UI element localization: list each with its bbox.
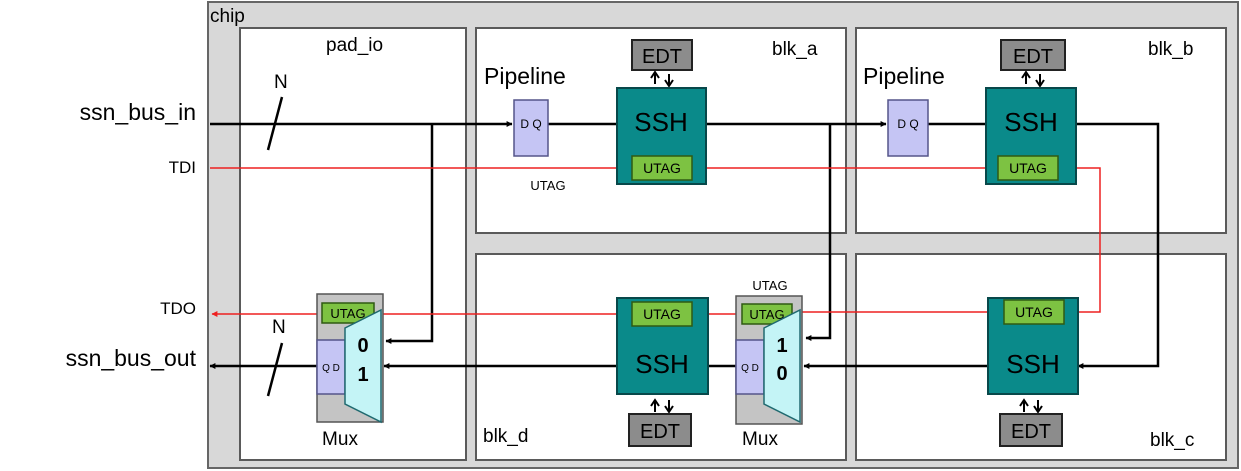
blk-a-ssh-label: SSH: [634, 107, 687, 137]
blk-d-label: blk_d: [483, 426, 528, 447]
blk-d-mux-label: Mux: [742, 429, 778, 450]
tdo-label: TDO: [160, 299, 196, 318]
pad-io-mux-label: Mux: [322, 429, 358, 450]
ssn-bus-in-label: ssn_bus_in: [80, 99, 196, 125]
blk-d-mux-flipflop: [735, 339, 765, 395]
bus-width-out-label: N: [272, 317, 286, 338]
blk-c-edt-connector: [1019, 398, 1029, 412]
blk-b-ssh-utag: [997, 155, 1059, 181]
pad-io-mux-flipflop-pins: Q D: [322, 363, 340, 374]
blk-b-edt-label: EDT: [1013, 46, 1053, 68]
blk-a-edt-connector: [650, 70, 660, 84]
pad-io-mux-select: [344, 308, 382, 424]
tdi-label: TDI: [169, 158, 196, 177]
pad-io-mux-flipflop: [316, 339, 346, 395]
blk-d-ssh-utag: [631, 301, 693, 327]
bypass-wire-pad-io: [385, 124, 434, 344]
blk-a-edt: [631, 39, 693, 71]
blk-d-ssh-utag-label: UTAG: [643, 306, 681, 322]
blk-c-ssh-utag-label: UTAG: [1015, 304, 1053, 320]
blk-a-ssh-utag: [631, 155, 693, 181]
bypass-wire-blk-a: [805, 124, 832, 341]
blk-b-pipeline-flipflop: [887, 99, 929, 157]
blk-d-edt-connector: [650, 398, 660, 412]
blk-a-pipeline-label: Pipeline: [484, 63, 566, 89]
blk-a-flipflop-pins: D Q: [520, 117, 541, 131]
blk-b-edt-connector: [1021, 70, 1031, 84]
blk-c-edt: [999, 413, 1063, 447]
wire-utag-b-to-utag-c: [1058, 167, 1101, 315]
blk-c-edt-label: EDT: [1011, 421, 1051, 443]
pad-io-mux-input-bottom: 1: [357, 364, 368, 386]
pad-io-label: pad_io: [326, 35, 383, 56]
blk-d-mux-select: [763, 308, 801, 424]
pad-io-mux-input-top: 0: [357, 335, 368, 357]
chip-label: chip: [210, 6, 245, 27]
ssn-bus-out-label: ssn_bus_out: [66, 345, 197, 371]
blk-b-label: blk_b: [1148, 39, 1193, 60]
blk-b-ssh-utag-label: UTAG: [1009, 160, 1047, 176]
blk-d-mux-input-top: 1: [776, 335, 787, 357]
blk-b-flipflop-pins: D Q: [897, 117, 918, 131]
blk-c-ssh-utag: [1003, 299, 1065, 325]
blk-a-ssh-utag-label: UTAG: [643, 160, 681, 176]
bus-width-slash-in: [266, 96, 284, 151]
blk-a-pipeline-flipflop: [513, 99, 549, 157]
blk-d-mux-input-bottom: 0: [776, 363, 787, 385]
blk-d-edt: [628, 413, 692, 447]
blk-d-mux-utag-label: UTAG: [749, 307, 784, 322]
pad-io-mux-utag-label: UTAG: [330, 306, 365, 321]
bus-width-slash-out: [266, 342, 284, 397]
blk-d-ssh-label: SSH: [635, 349, 688, 379]
wire-ssh-b-to-ssh-c: [1076, 122, 1160, 369]
blk-b-pipeline-label: Pipeline: [863, 63, 945, 89]
blk-d-mux-utag-caption: UTAG: [752, 278, 787, 293]
blk-a-label: blk_a: [772, 39, 818, 60]
blk-a-utag-label: UTAG: [530, 178, 565, 193]
blk-c-label: blk_c: [1150, 430, 1194, 451]
blk-d-edt-label: EDT: [640, 421, 680, 443]
blk-b-ssh-label: SSH: [1004, 107, 1057, 137]
blk-b-edt: [1000, 39, 1066, 71]
blk-c-ssh-label: SSH: [1006, 349, 1059, 379]
blk-a-edt-label: EDT: [642, 46, 682, 68]
blk-d-mux-flipflop-pins: Q D: [741, 363, 759, 374]
bus-width-in-label: N: [274, 72, 288, 93]
